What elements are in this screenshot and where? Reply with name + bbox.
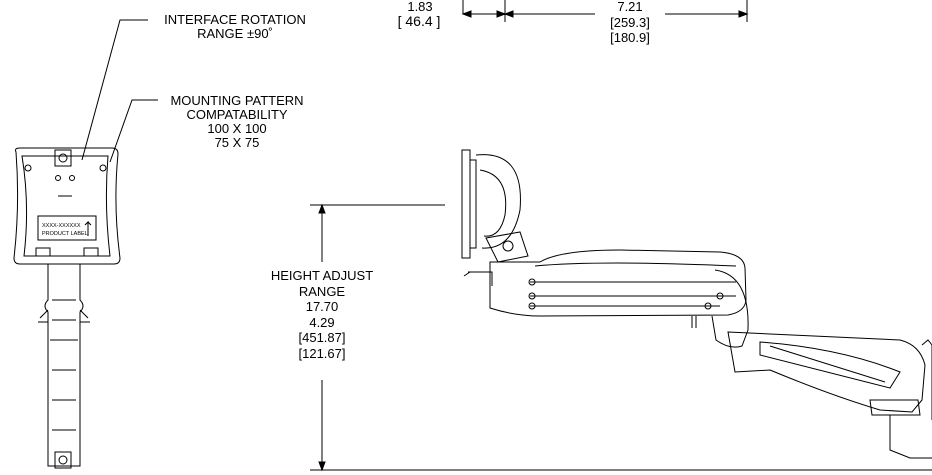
leader-line [81,19,148,161]
lower-arm [727,331,926,413]
callout-line: INTERFACE ROTATION [164,12,306,27]
device-label-code: XXXX-XXXXXX [42,223,81,229]
mount-plate [13,147,121,265]
dim-right-mm-1: [259.3] [610,15,650,30]
dim-left-inch: 1.83 [407,0,433,14]
dim-right-inch: 7.21 [617,0,643,14]
height-adjust-line: RANGE [298,283,346,299]
callout-interface-rotation: INTERFACE ROTATION RANGE ±90˚ [150,13,320,41]
leader-line [109,99,158,163]
height-adjust-line: 17.70 [305,299,339,314]
callout-mounting-pattern: MOUNTING PATTERN COMPATABILITY 100 X 100… [156,94,318,150]
device-label-title: PRODUCT LABEL [42,231,88,237]
height-adjust-line: 4.29 [309,314,335,330]
dim-left-mm: [ 46.4 ] [397,13,441,29]
callout-line: MOUNTING PATTERN [170,93,304,108]
callout-line: 100 X 100 [207,121,267,136]
dim-right-mm-2: [180.9] [610,30,650,45]
product-label-box [37,215,97,241]
callout-line: RANGE ±90˚ [197,26,273,41]
height-adjust-line: [121.67] [298,345,346,361]
side-plate [461,149,471,259]
height-adjust-label: HEIGHT ADJUST RANGE 17.70 4.29 [451.87] … [262,268,382,361]
upper-arm [489,249,747,317]
dim-left-mm-value: 46.4 [405,13,433,29]
callout-line: COMPATABILITY [186,107,288,122]
height-adjust-line: HEIGHT ADJUST [270,268,374,283]
callout-line: 75 X 75 [214,135,260,150]
height-adjust-line: [451.87] [298,330,346,345]
